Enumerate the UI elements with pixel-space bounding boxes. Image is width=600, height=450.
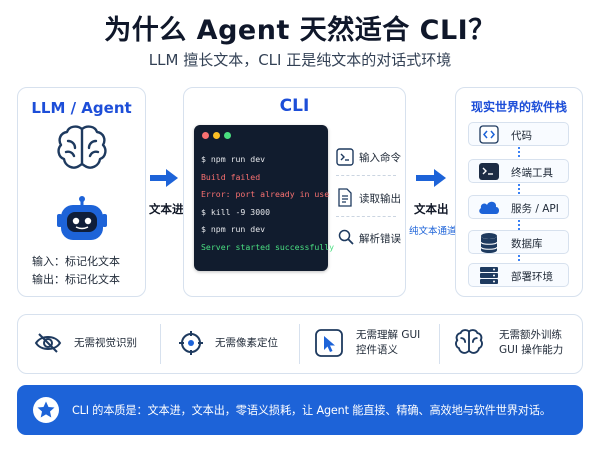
eye-off-icon	[34, 333, 62, 353]
terminal-line: Error: port already in use	[201, 189, 330, 199]
feature-label: 无需视觉识别	[74, 337, 137, 349]
stack-item-label: 数据库	[511, 238, 543, 250]
brain-icon	[57, 125, 107, 169]
terminal-icon	[479, 163, 499, 180]
stack-item-deployment: 部署环境	[468, 263, 569, 287]
page-subtitle: LLM 擅长文本，CLI 正是纯文本的对话式环境	[148, 51, 452, 69]
terminal-close-dot	[202, 132, 209, 139]
terminal-line: $ kill -9 3000	[201, 207, 271, 217]
software-stack-title: 现实世界的软件栈	[470, 100, 567, 114]
brain-icon	[455, 329, 483, 354]
terminal-window: $ npm run dev Build failed Error: port a…	[194, 125, 334, 271]
step-read-output: 读取输出	[359, 193, 401, 205]
summary-banner: CLI 的本质是：文本进，文本出，零语义损耗，让 Agent 能直接、精确、高效…	[17, 385, 583, 435]
llm-agent-card: LLM / Agent 输入：标记化文本 输出：标记化文本	[17, 87, 146, 297]
cursor-icon	[315, 329, 343, 357]
cli-title: CLI	[279, 96, 310, 116]
pure-text-channel-label: 纯文本通道	[409, 226, 457, 237]
stack-connector	[518, 147, 522, 157]
output-label: 输出：标记化文本	[32, 273, 120, 286]
stack-item-label: 服务 / API	[511, 203, 559, 215]
arrow-in-label: 文本进	[149, 202, 184, 216]
stack-item-label: 部署环境	[511, 271, 553, 283]
database-icon	[480, 233, 498, 253]
stack-item-label: 终端工具	[511, 167, 553, 179]
stack-connector	[518, 255, 522, 265]
star-badge-icon	[33, 397, 59, 423]
cloud-icon	[479, 201, 499, 214]
terminal-line: Build failed	[201, 172, 261, 182]
llm-agent-title: LLM / Agent	[31, 99, 132, 117]
terminal-line: $ npm run dev	[201, 224, 266, 234]
code-icon	[479, 125, 499, 144]
robot-icon	[57, 196, 107, 240]
feature-divider	[299, 324, 300, 364]
feature-label: 无需额外训练 GUI 操作能力	[499, 329, 564, 356]
stack-item-code: 代码	[468, 122, 569, 146]
feature-divider	[160, 324, 161, 364]
stack-connector	[518, 220, 522, 230]
terminal-maximize-dot	[224, 132, 231, 139]
input-label: 输入：标记化文本	[32, 255, 120, 268]
step-divider	[336, 175, 396, 176]
stack-item-terminal-tools: 终端工具	[468, 159, 569, 183]
arrow-out-label: 文本出	[414, 202, 449, 216]
stack-item-service-api: 服务 / API	[468, 195, 569, 219]
features-panel	[17, 314, 583, 374]
arrow-out-icon	[416, 169, 446, 187]
magnifier-icon	[338, 229, 354, 245]
step-input-command: 输入命令	[359, 152, 401, 164]
feature-divider	[439, 324, 440, 364]
step-divider	[336, 216, 396, 217]
stack-connector	[518, 184, 522, 194]
server-icon	[480, 267, 498, 284]
page-title: 为什么 Agent 天然适合 CLI？	[104, 15, 496, 46]
terminal-line: $ npm run dev	[201, 154, 266, 164]
stack-item-database: 数据库	[468, 230, 569, 254]
arrow-in-icon	[150, 169, 178, 187]
terminal-line: Server started successfully	[201, 242, 335, 252]
terminal-prompt-icon	[336, 148, 354, 166]
document-icon	[338, 188, 352, 207]
feature-label: 无需理解 GUI 控件语义	[356, 329, 421, 356]
step-parse-error: 解析错误	[359, 233, 401, 245]
feature-label: 无需像素定位	[215, 337, 278, 349]
summary-text: CLI 的本质是：文本进，文本出，零语义损耗，让 Agent 能直接、精确、高效…	[72, 404, 551, 417]
crosshair-icon	[179, 331, 203, 355]
stack-item-label: 代码	[511, 130, 532, 142]
terminal-minimize-dot	[213, 132, 220, 139]
